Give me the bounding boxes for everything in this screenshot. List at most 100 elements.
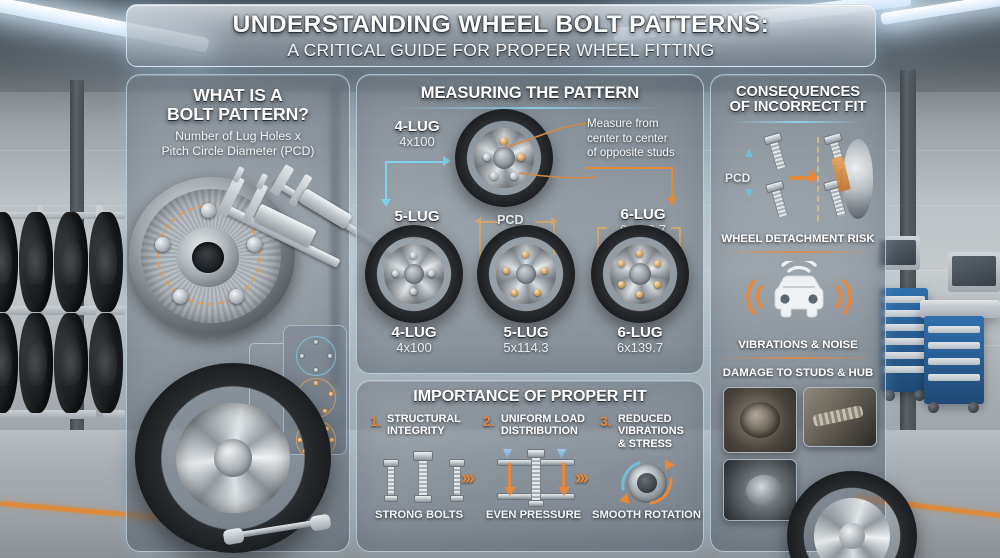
bolt-shank <box>771 189 789 218</box>
rotation-arrows <box>619 459 675 505</box>
wall-monitor-screen <box>880 240 916 265</box>
bolt-hole <box>328 391 334 397</box>
importance-title-3-line2: VIBRATIONS <box>618 425 684 438</box>
title-divider <box>398 107 662 110</box>
wrench-head <box>309 513 332 532</box>
importance-title-1-line1: STRUCTURAL <box>387 413 461 425</box>
wheel-spec: 4x100 <box>396 339 432 355</box>
measurement-leader-lines <box>504 122 598 179</box>
alloy-rim <box>814 498 890 558</box>
wrench-head <box>222 527 245 546</box>
wheel-lug <box>500 137 508 145</box>
bolt-hole <box>322 408 328 414</box>
pcd-label-right: PCD <box>725 171 751 185</box>
connector-line-vertical <box>385 161 387 201</box>
chevron-connector-2: ››› <box>575 467 589 489</box>
bolt-shank <box>453 467 461 497</box>
wheel-stud <box>155 237 170 252</box>
hub-bore <box>192 242 224 273</box>
importance-number-3: 3. <box>600 413 612 429</box>
wheel-lug <box>522 251 529 258</box>
connector-arrowhead-down <box>381 199 391 207</box>
cabinet-drawer <box>927 374 981 381</box>
cabinet-drawer <box>882 324 926 331</box>
wheel-lug <box>636 291 643 298</box>
wheel-lug <box>503 267 510 274</box>
stored-tire <box>0 313 18 413</box>
brake-disc-illustration <box>121 166 341 341</box>
consequences-heading-line1: CONSEQUENCES <box>735 84 861 100</box>
stored-tire <box>89 313 123 413</box>
cabinet-drawer <box>927 342 981 349</box>
wheel-lug <box>534 289 541 296</box>
workbench-top <box>920 300 1000 318</box>
connector-arrowhead-right <box>443 156 451 166</box>
bolt-shank <box>531 458 541 502</box>
wheel-lug <box>517 153 525 161</box>
section-divider <box>721 251 875 253</box>
pcd-dim-line-left <box>479 221 497 223</box>
stored-tire <box>54 212 88 312</box>
wheel-spec: 5x114.3 <box>503 339 549 355</box>
bolt-nut <box>528 500 544 507</box>
wheel-6-lug <box>591 225 689 323</box>
wheel-lug <box>410 288 417 295</box>
definition-line1: Number of Lug Holes x <box>175 129 301 144</box>
wheel-5-lug <box>477 225 575 323</box>
importance-title-3-line1: REDUCED <box>618 413 672 425</box>
bolt-hole <box>313 367 319 373</box>
photo-damaged-studs <box>803 387 877 447</box>
consequence-caption-1: WHEEL DETACHMENT RISK <box>721 233 875 245</box>
bolt-head <box>383 459 399 467</box>
importance-title-2: UNIFORM LOAD DISTRIBUTION <box>501 413 605 438</box>
wheel-name: 4-LUG <box>391 324 437 341</box>
annotation-line2: center to center <box>587 131 668 145</box>
consequences-heading-line2: OF INCORRECT FIT <box>729 99 867 116</box>
pattern-ring <box>296 336 336 376</box>
left-panel-heading: WHAT IS A BOLT PATTERN? <box>127 86 349 123</box>
cabinet-drawer <box>927 358 981 365</box>
cabinet-caster <box>884 390 895 401</box>
photo-hub-assembly <box>723 459 797 521</box>
hub-bearing-center <box>637 473 657 493</box>
wheel-lug <box>618 260 625 267</box>
pressure-arrowhead-right <box>558 487 570 496</box>
stored-tire <box>89 212 123 312</box>
wheel-hubcap <box>404 264 424 284</box>
wheel-hubcap <box>629 263 651 285</box>
wheel-lug <box>392 270 399 277</box>
damaged-studs-image <box>804 388 876 446</box>
wheel-detachment-graphic: PCD <box>723 132 875 225</box>
left-heading-line1: WHAT IS A <box>193 85 283 105</box>
pcd-arrowhead-left <box>475 217 481 225</box>
wheel-name: 6-LUG <box>617 324 663 341</box>
mismatch-arrow <box>789 176 811 180</box>
wheel-lug <box>428 270 435 277</box>
bolt-hole <box>313 380 319 386</box>
pcd-dim-line-right <box>535 221 555 223</box>
six-lug-dim-tick <box>671 227 681 229</box>
panel-what-is-a-bolt-pattern: WHAT IS A BOLT PATTERN? Number of Lug Ho… <box>126 74 406 553</box>
cabinet-drawer <box>882 352 926 359</box>
tire-rack-post <box>96 205 103 420</box>
consequence-caption-2: VIBRATIONS & NOISE <box>738 339 858 351</box>
section-divider <box>721 357 875 359</box>
annotation-line3: of opposite studs <box>587 146 675 160</box>
pcd-dimension-label: PCD <box>497 213 524 227</box>
hub-assembly-image <box>724 460 796 520</box>
importance-title-3: REDUCED VIBRATIONS & STRESS <box>618 413 702 450</box>
load-indicator-left <box>503 449 512 459</box>
cabinet-drawer <box>882 310 926 317</box>
panel-measuring-the-pattern: MEASURING THE PATTERN 4-LUG 4x100 Measur… <box>356 74 704 374</box>
importance-title-3-line3: & STRESS <box>618 437 672 450</box>
wheel-label-5-lug: 5-LUG 5x114.3 <box>478 325 574 356</box>
definition-line2: Pitch Circle Diameter (PCD) <box>161 144 315 159</box>
annotation-line1: Measure from <box>587 117 659 130</box>
importance-title-1: STRUCTURAL INTEGRITY <box>387 413 483 438</box>
importance-caption-1: STRONG BOLTS <box>375 509 464 521</box>
alloy-rim <box>176 402 290 514</box>
importance-number-2: 2. <box>483 413 495 429</box>
mismatch-arrowhead <box>809 170 819 184</box>
bolt-shank <box>769 141 787 170</box>
callout-spec: 4x100 <box>399 133 435 149</box>
